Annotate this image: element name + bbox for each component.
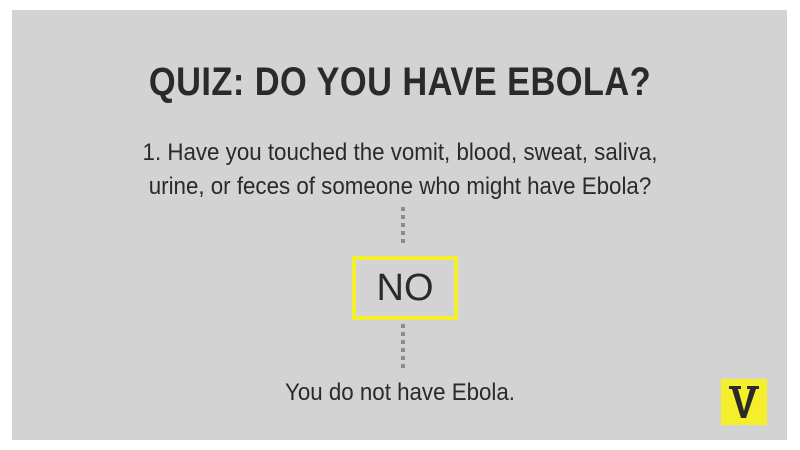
quiz-title: QUIZ: DO YOU HAVE EBOLA? bbox=[148, 60, 652, 104]
quiz-question: 1. Have you touched the vomit, blood, sw… bbox=[28, 136, 772, 204]
quiz-panel bbox=[12, 10, 787, 440]
dotted-connector-top bbox=[401, 207, 405, 247]
vox-logo-icon bbox=[721, 379, 767, 425]
dotted-connector-bottom bbox=[401, 324, 405, 370]
quiz-result: You do not have Ebola. bbox=[284, 379, 516, 406]
question-line-1: 1. Have you touched the vomit, blood, sw… bbox=[142, 139, 658, 166]
answer-label: NO bbox=[376, 266, 434, 309]
vox-v-glyph bbox=[729, 386, 759, 418]
answer-box-no: NO bbox=[352, 256, 458, 320]
question-line-2: urine, or feces of someone who might hav… bbox=[148, 173, 652, 200]
